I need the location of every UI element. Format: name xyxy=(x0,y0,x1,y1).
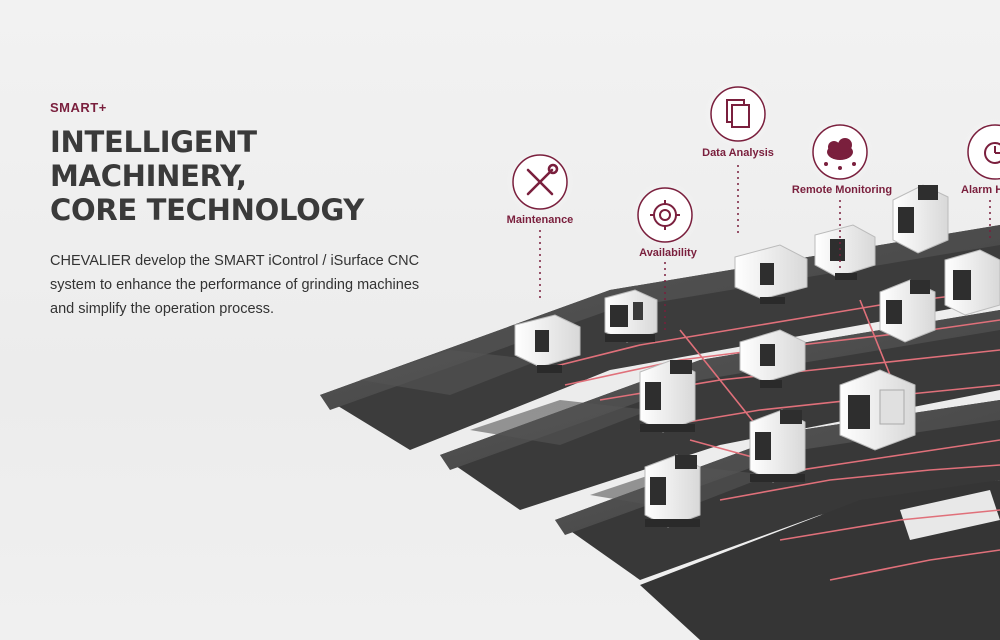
page-title: INTELLIGENT MACHINERY, CORE TECHNOLOGY xyxy=(50,125,450,227)
gear-clock-icon xyxy=(650,200,680,230)
cnc-machine xyxy=(944,249,1000,316)
feature-remote-monitoring: Remote Monitoring xyxy=(792,118,892,196)
cnc-machine xyxy=(814,224,876,280)
cnc-machines xyxy=(514,184,1000,528)
feature-availability: Availability xyxy=(631,181,699,259)
cloud-network-icon xyxy=(824,138,856,170)
cnc-machine xyxy=(879,279,936,343)
hero-text: SMART+ INTELLIGENT MACHINERY, CORE TECHN… xyxy=(50,100,450,321)
feature-label-maintenance: Maintenance xyxy=(507,214,574,226)
cnc-machine xyxy=(839,369,916,451)
feature-label-alarm: Alarm H xyxy=(961,184,1000,196)
cnc-machine xyxy=(749,409,806,483)
cnc-machine xyxy=(892,184,949,254)
wrench-screwdriver-icon xyxy=(526,163,559,196)
title-line-2: CORE TECHNOLOGY xyxy=(50,193,365,227)
feature-label-remote-monitoring: Remote Monitoring xyxy=(792,184,892,196)
cnc-machine xyxy=(739,329,806,388)
alarm-clock-icon xyxy=(984,142,1000,164)
hero-description: CHEVALIER develop the SMART iControl / i… xyxy=(50,253,420,317)
feature-maintenance: Maintenance xyxy=(506,148,574,226)
feature-alarm: Alarm H xyxy=(961,118,1000,196)
cnc-machine xyxy=(644,454,701,528)
documents-icon xyxy=(726,99,750,128)
feature-connectors xyxy=(539,165,991,330)
eyebrow: SMART+ xyxy=(50,100,107,115)
feature-label-data-analysis: Data Analysis xyxy=(702,147,774,159)
feature-data-analysis: Data Analysis xyxy=(702,80,774,159)
cnc-machine xyxy=(514,314,581,373)
title-line-1: INTELLIGENT MACHINERY, xyxy=(50,125,257,193)
cnc-machine xyxy=(734,244,808,304)
cnc-machine xyxy=(604,289,658,343)
cnc-machine xyxy=(639,359,696,433)
feature-label-availability: Availability xyxy=(639,247,698,259)
